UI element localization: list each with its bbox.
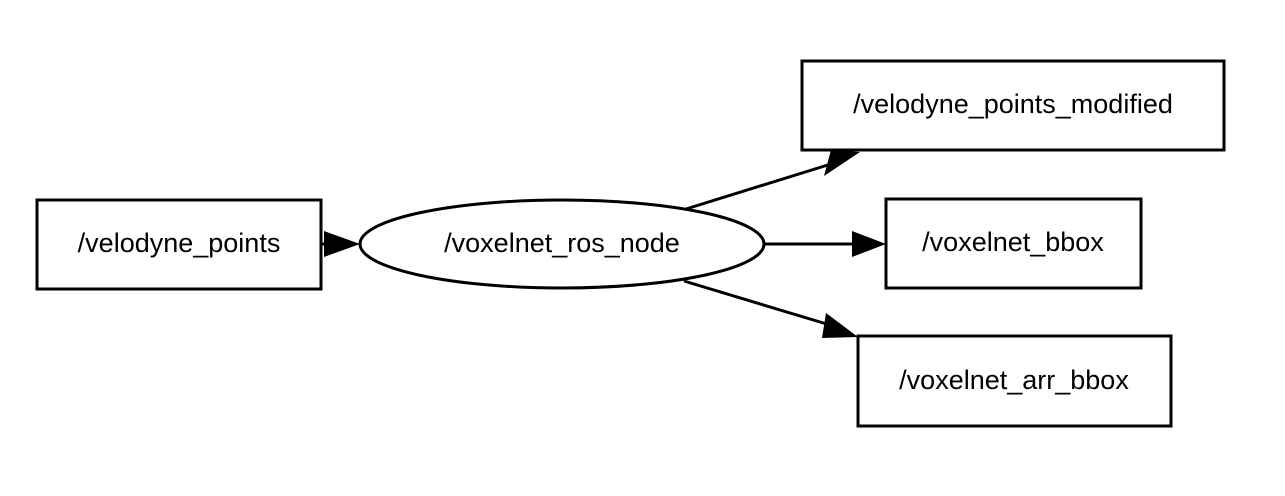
arrow-head-icon [324, 231, 360, 257]
node-velodyne-points-modified[interactable]: /velodyne_points_modified [800, 59, 1226, 152]
node-voxelnet-bbox[interactable]: /voxelnet_bbox [884, 197, 1143, 290]
node-label: /voxelnet_arr_bbox [899, 365, 1129, 395]
edge-voxelnet-ros-node-to-voxelnet-arr-bbox [683, 279, 858, 338]
edge-voxelnet-ros-node-to-velodyne-points-modified [685, 150, 860, 211]
node-rect[interactable] [35, 198, 323, 291]
arrow-head-icon [824, 150, 860, 176]
edge-velodyne-points-to-voxelnet-ros-node [321, 231, 360, 257]
node-label: /voxelnet_ros_node [444, 228, 680, 258]
node-rect[interactable] [884, 197, 1143, 290]
edge-line [685, 162, 832, 211]
node-rect[interactable] [856, 334, 1173, 428]
node-label: /velodyne_points_modified [853, 89, 1173, 119]
node-label: /voxelnet_bbox [922, 227, 1104, 257]
arrow-head-icon [852, 231, 886, 257]
node-rect[interactable] [800, 59, 1226, 152]
node-ellipse[interactable] [358, 198, 766, 290]
node-label: /velodyne_points [78, 228, 281, 258]
node-velodyne-points[interactable]: /velodyne_points [35, 198, 323, 291]
node-voxelnet-arr-bbox[interactable]: /voxelnet_arr_bbox [856, 334, 1173, 428]
edge-voxelnet-ros-node-to-voxelnet-bbox [763, 231, 886, 257]
arrow-head-icon [822, 313, 858, 338]
edge-line [683, 279, 831, 327]
node-voxelnet-ros-node[interactable]: /voxelnet_ros_node [358, 198, 766, 290]
